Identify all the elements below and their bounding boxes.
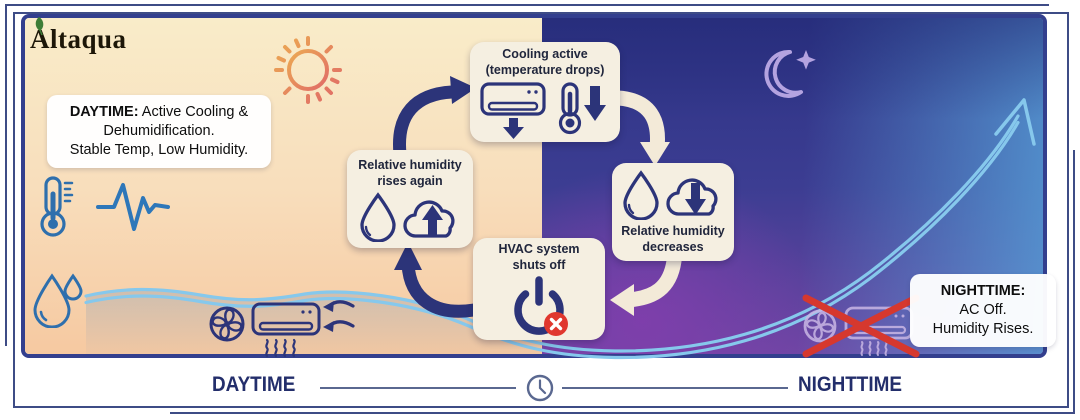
decreases-title-line1: Relative humidity [621,223,725,238]
ac-unit-running-icons [209,300,355,358]
hvac-title-line1: HVAC system [498,241,580,256]
timeline-divider-left [320,387,516,389]
decreases-title-line2: decreases [642,239,704,254]
humidity-drops-icon [33,273,83,328]
nighttime-info-line1: AC Off. [959,302,1007,319]
moon-icon [764,49,816,98]
nighttime-info-line2: Humidity Rises. [932,321,1034,338]
daytime-info-line1: Active Cooling & [141,104,249,120]
airflow-waves-icon [265,338,296,358]
brand-name: Altaqua [30,24,127,54]
rises-title-line2: rises again [377,173,443,188]
timeline-day-label: DAYTIME [212,373,296,396]
cooling-title-line2: (temperature drops) [485,62,605,77]
droplet-cloud-down-icon [623,169,718,220]
nighttime-info-card: NIGHTTIME: AC Off. Humidity Rises. [910,274,1056,348]
nighttime-info-lead: NIGHTTIME: [940,283,1026,299]
flow-box-cooling-active: Cooling active (temperature drops) [470,42,620,142]
rises-title-line1: Relative humidity [358,157,462,172]
droplet-icon [360,191,396,242]
clock-icon [526,374,554,402]
daytime-info-line2: Dehumidification. [103,123,215,140]
flow-box-humidity-rises: Relative humidity rises again [347,150,473,248]
cancel-badge-icon [544,311,568,336]
ac-and-temperature-down-icon [480,81,606,139]
ac-unit-icon [251,302,321,358]
droplet-icon [623,169,659,220]
fan-icon [209,306,245,342]
brand-logo: Altaqua [30,17,127,55]
daytime-info-lead: DAYTIME: [69,104,139,120]
leaf-icon [35,17,44,36]
flow-box-humidity-decreases: Relative humidity decreases [612,163,734,261]
daytime-info-line3: Stable Temp, Low Humidity. [69,142,249,159]
hvac-title-line2: shuts off [512,257,566,272]
power-off-icon [514,275,568,336]
timeline-divider-right [562,387,788,389]
timeline-night-label: NIGHTTIME [798,373,902,396]
droplet-cloud-up-icon [360,191,455,242]
cooling-title-line1: Cooling active [502,46,588,61]
flow-box-hvac-shutoff: HVAC system shuts off [473,238,605,340]
sun-icon [274,36,342,104]
daytime-info-card: DAYTIME: Active Cooling & Dehumidificati… [47,95,271,169]
thermometer-icon [40,176,74,237]
